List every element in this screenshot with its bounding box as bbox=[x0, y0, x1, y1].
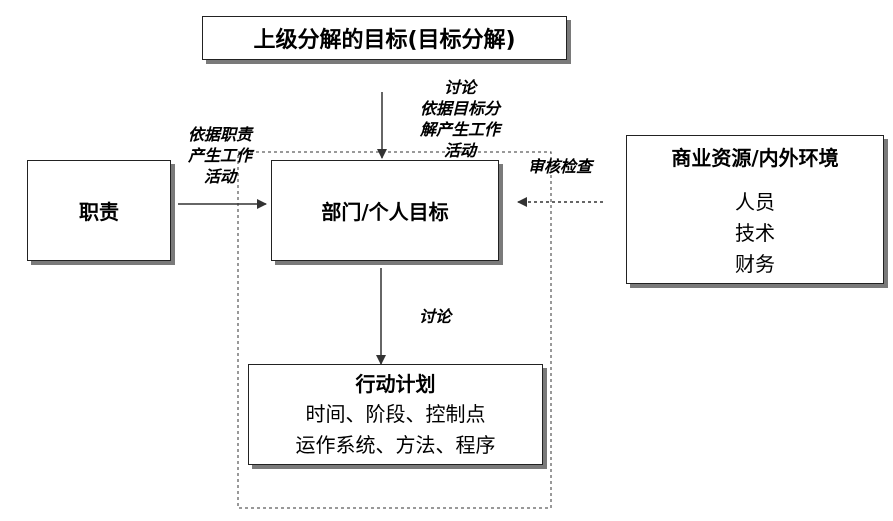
review-label: 审核检查 bbox=[527, 157, 592, 176]
action-plan-box: 行动计划 时间、阶段、控制点 运作系统、方法、程序 bbox=[248, 364, 543, 465]
top-arrow-label: 讨论 依据目标分 解产生工作 活动 bbox=[396, 77, 524, 161]
top-arrow-label-line: 解产生工作 bbox=[419, 120, 500, 139]
dashed-boundary bbox=[237, 151, 552, 509]
left-arrow-label-line: 活动 bbox=[203, 167, 236, 186]
down-arrow-label: 讨论 bbox=[418, 307, 451, 326]
top-arrow-label-line: 讨论 bbox=[443, 78, 476, 97]
parent-goal-title: 上级分解的目标(目标分解) bbox=[253, 28, 516, 53]
resource-box: 商业资源/内外环境 人员 技术 财务 bbox=[626, 135, 884, 284]
resource-item: 技术 bbox=[735, 221, 775, 245]
parent-goal-box: 上级分解的目标(目标分解) bbox=[202, 16, 567, 60]
top-arrow-label-line: 活动 bbox=[443, 141, 476, 160]
action-plan-line: 时间、阶段、控制点 bbox=[305, 401, 486, 426]
resource-item: 财务 bbox=[735, 252, 775, 276]
left-arrow-label: 依据职责 产生工作 活动 bbox=[165, 124, 275, 187]
left-arrow-label-line: 依据职责 bbox=[187, 125, 252, 144]
top-arrow-label-line: 依据目标分 bbox=[419, 99, 500, 118]
duty-box: 职责 bbox=[27, 160, 171, 261]
left-arrow-label-line: 产生工作 bbox=[187, 146, 252, 165]
resource-item: 人员 bbox=[735, 190, 775, 214]
dept-goal-box: 部门/个人目标 bbox=[271, 160, 499, 261]
dept-goal-title: 部门/个人目标 bbox=[321, 200, 449, 224]
action-plan-line: 运作系统、方法、程序 bbox=[295, 432, 496, 457]
action-plan-title: 行动计划 bbox=[355, 371, 436, 396]
duty-title: 职责 bbox=[79, 200, 119, 224]
resource-title: 商业资源/内外环境 bbox=[671, 146, 839, 170]
